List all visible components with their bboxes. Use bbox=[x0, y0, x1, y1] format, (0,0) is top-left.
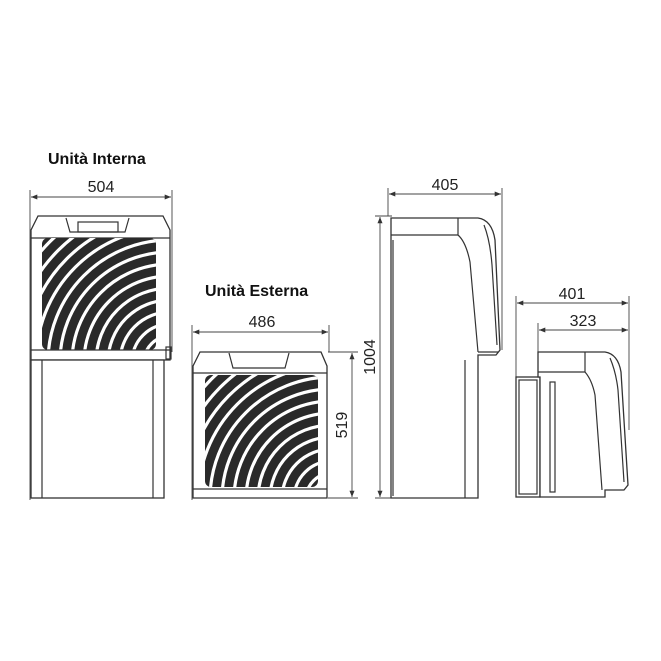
indoor-unit-side: 405 1004 bbox=[362, 177, 503, 499]
grille-slat bbox=[304, 471, 318, 487]
indoor-width-value: 504 bbox=[88, 179, 115, 196]
indoor-unit-label: Unità Interna bbox=[48, 151, 146, 168]
grille-slat bbox=[292, 459, 318, 487]
indoor-unit-front: 504 bbox=[29, 179, 173, 500]
outdoor-height-value: 519 bbox=[334, 412, 351, 439]
outdoor-depth-total-value: 401 bbox=[559, 286, 586, 303]
outdoor-unit-side: 401 323 bbox=[515, 286, 630, 498]
outdoor-unit-front: 486 519 bbox=[191, 314, 358, 500]
outdoor-width-value: 486 bbox=[249, 314, 276, 331]
indoor-depth-value: 405 bbox=[432, 177, 459, 194]
indoor-height-value: 1004 bbox=[362, 339, 379, 375]
grille-slat bbox=[268, 435, 318, 487]
grille-slat bbox=[256, 423, 318, 487]
outdoor-unit-label: Unità Esterna bbox=[205, 283, 308, 300]
grille-slat bbox=[280, 447, 318, 487]
outdoor-depth-body-value: 323 bbox=[570, 313, 597, 330]
